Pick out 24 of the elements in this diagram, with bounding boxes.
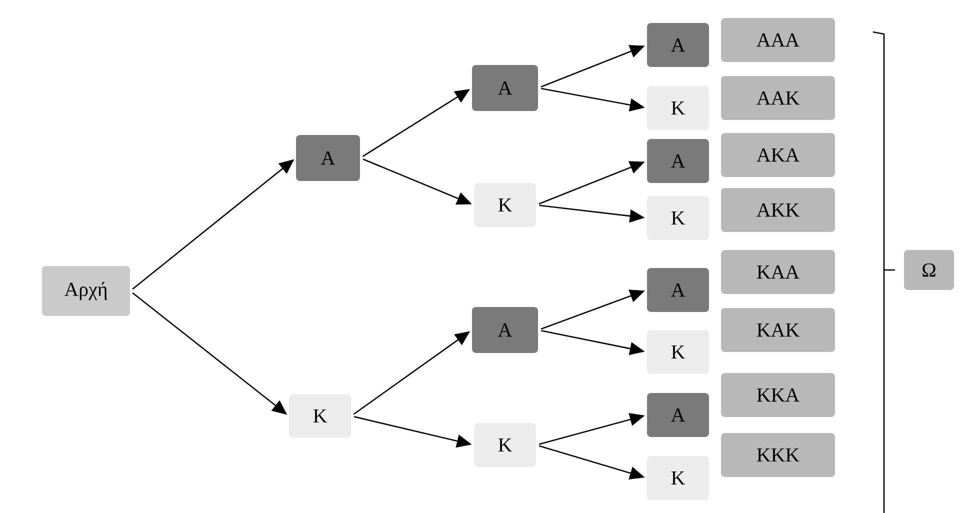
outcome-box: Α	[472, 65, 538, 111]
start-box: Αρχή	[42, 266, 130, 316]
outcome-box: Κ	[289, 394, 351, 438]
outcome-box: Α	[472, 307, 538, 353]
sequence-box: ΑΑΚ	[721, 76, 835, 120]
sequence-box: ΚΚΚ	[721, 433, 835, 477]
outcome-box: Α	[647, 268, 709, 312]
outcome-box: Κ	[647, 456, 709, 500]
outcome-box: Κ	[474, 423, 536, 467]
outcome-box: Κ	[474, 183, 536, 227]
outcome-box: Κ	[647, 86, 709, 130]
outcome-box: Α	[647, 139, 709, 183]
sequence-box: ΚΚΑ	[721, 373, 835, 417]
outcome-box: Α	[647, 393, 709, 437]
sequence-box: ΑΚΚ	[721, 188, 835, 232]
outcome-box: Α	[647, 23, 709, 67]
outcome-box: Κ	[647, 196, 709, 240]
sequence-box: ΑΚΑ	[721, 133, 835, 177]
outcome-box: Κ	[647, 330, 709, 374]
sequence-box: ΚΑΑ	[721, 250, 835, 294]
sequence-box: ΑΑΑ	[721, 18, 835, 62]
sequence-box: ΚΑΚ	[721, 308, 835, 352]
outcome-box: Α	[296, 135, 360, 181]
result-box: Ω	[904, 250, 954, 290]
